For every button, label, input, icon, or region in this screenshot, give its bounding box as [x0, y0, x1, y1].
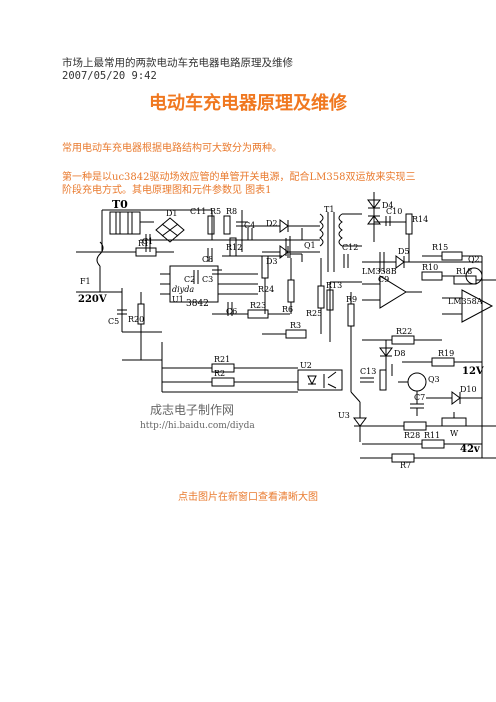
label-r8: R8 [226, 207, 237, 216]
label-d3: D3 [266, 257, 278, 266]
article-title: 市场上最常用的两款电动车充电器电路原理及维修 [62, 57, 293, 69]
label-d1: D1 [166, 209, 178, 218]
label-r15: R15 [432, 243, 448, 252]
label-220v: 220V [78, 294, 107, 305]
label-r3: R3 [290, 321, 301, 330]
label-u3: U3 [338, 411, 350, 420]
label-r11: R11 [424, 431, 440, 440]
label-lm358b: LM358B [362, 267, 397, 276]
publish-date: 2007/05/20 9:42 [62, 70, 157, 82]
label-r14: R14 [412, 215, 428, 224]
label-r7: R7 [400, 461, 411, 470]
label-r22: R22 [396, 327, 412, 336]
label-c9: C9 [378, 275, 389, 284]
label-r6: R6 [282, 305, 293, 314]
schematic-wires [76, 192, 496, 463]
label-r19: R19 [438, 349, 454, 358]
label-q1: Q1 [304, 241, 316, 250]
label-d4: D4 [382, 201, 394, 210]
intro-paragraph: 常用电动车充电器根据电路结构可大致分为两种。 [62, 143, 282, 154]
opamp-lm358a [461, 289, 494, 323]
image-caption-link[interactable]: 点击图片在新窗口查看清晰大图 [178, 492, 318, 503]
label-3842: 3842 [186, 299, 209, 309]
label-t0: T0 [112, 198, 128, 211]
label-d5: D5 [398, 247, 410, 256]
label-q2: Q2 [468, 255, 480, 264]
label-r5: R5 [210, 207, 221, 216]
label-q3: Q3 [428, 375, 440, 384]
label-r9: R9 [346, 295, 357, 304]
label-d10: D10 [460, 385, 477, 394]
label-c10: C10 [386, 207, 402, 216]
label-r13: R13 [326, 281, 342, 290]
label-r24: R24 [258, 285, 274, 294]
watermark-url: http://hi.baidu.com/diyda [140, 421, 255, 431]
label-c11: C11 [190, 207, 206, 216]
bridge-rectifier-d1 [155, 217, 185, 243]
label-c6: C6 [226, 307, 237, 316]
paragraph-line-1: 第一种是以uc3842驱动场效应管的单管开关电源，配合LM358双运放来实现三 [62, 172, 416, 183]
label-c13: C13 [360, 367, 376, 376]
label-r10: R10 [422, 263, 438, 272]
label-r18: R18 [456, 267, 472, 276]
label-r1: R1 [138, 239, 149, 248]
opamp-lm358b [379, 275, 407, 309]
label-c8: C8 [202, 255, 213, 264]
label-r20: R20 [128, 315, 144, 324]
label-r28: R28 [404, 431, 420, 440]
label-r12: R12 [226, 243, 242, 252]
page-heading: 电动车充电器原理及维修 [149, 93, 347, 114]
label-c7: C7 [414, 393, 425, 402]
label-c1: C1 [142, 237, 153, 246]
label-c4: C4 [244, 221, 255, 230]
schematic-labels: T0 D1 C11 R5 R8 C1 C4 D2 D3 C8 R1 R12 C2… [78, 198, 484, 470]
label-lm358a: LM358A [448, 297, 483, 306]
label-d8: D8 [394, 349, 406, 358]
label-42v: 42v [460, 444, 481, 455]
circuit-schematic[interactable]: T0 D1 C11 R5 R8 C1 C4 D2 D3 C8 R1 R12 C2… [62, 192, 496, 472]
label-f1: F1 [80, 277, 91, 286]
optocoupler-u2 [297, 369, 343, 391]
label-r2: R2 [214, 369, 225, 378]
label-12v: 12V [462, 366, 484, 377]
label-r25: R25 [306, 309, 322, 318]
watermark-text: 成志电子制作网 [150, 403, 234, 417]
label-t1: T1 [324, 205, 334, 214]
label-c2: C2 [184, 275, 195, 284]
label-d2: D2 [266, 219, 278, 228]
label-r21: R21 [214, 355, 230, 364]
label-c5: C5 [108, 317, 119, 326]
label-r23: R23 [250, 301, 266, 310]
label-diyda: diyda [172, 285, 194, 294]
label-w: W [450, 429, 459, 438]
transformer-t0 [109, 211, 141, 235]
label-u1: U1 [172, 295, 184, 304]
label-c12: C12 [342, 243, 358, 252]
label-u2: U2 [300, 361, 312, 370]
label-c3: C3 [202, 275, 213, 284]
paragraph-line-2: 阶段充电方式。其电原理图和元件参数见 图表1 [62, 185, 272, 196]
